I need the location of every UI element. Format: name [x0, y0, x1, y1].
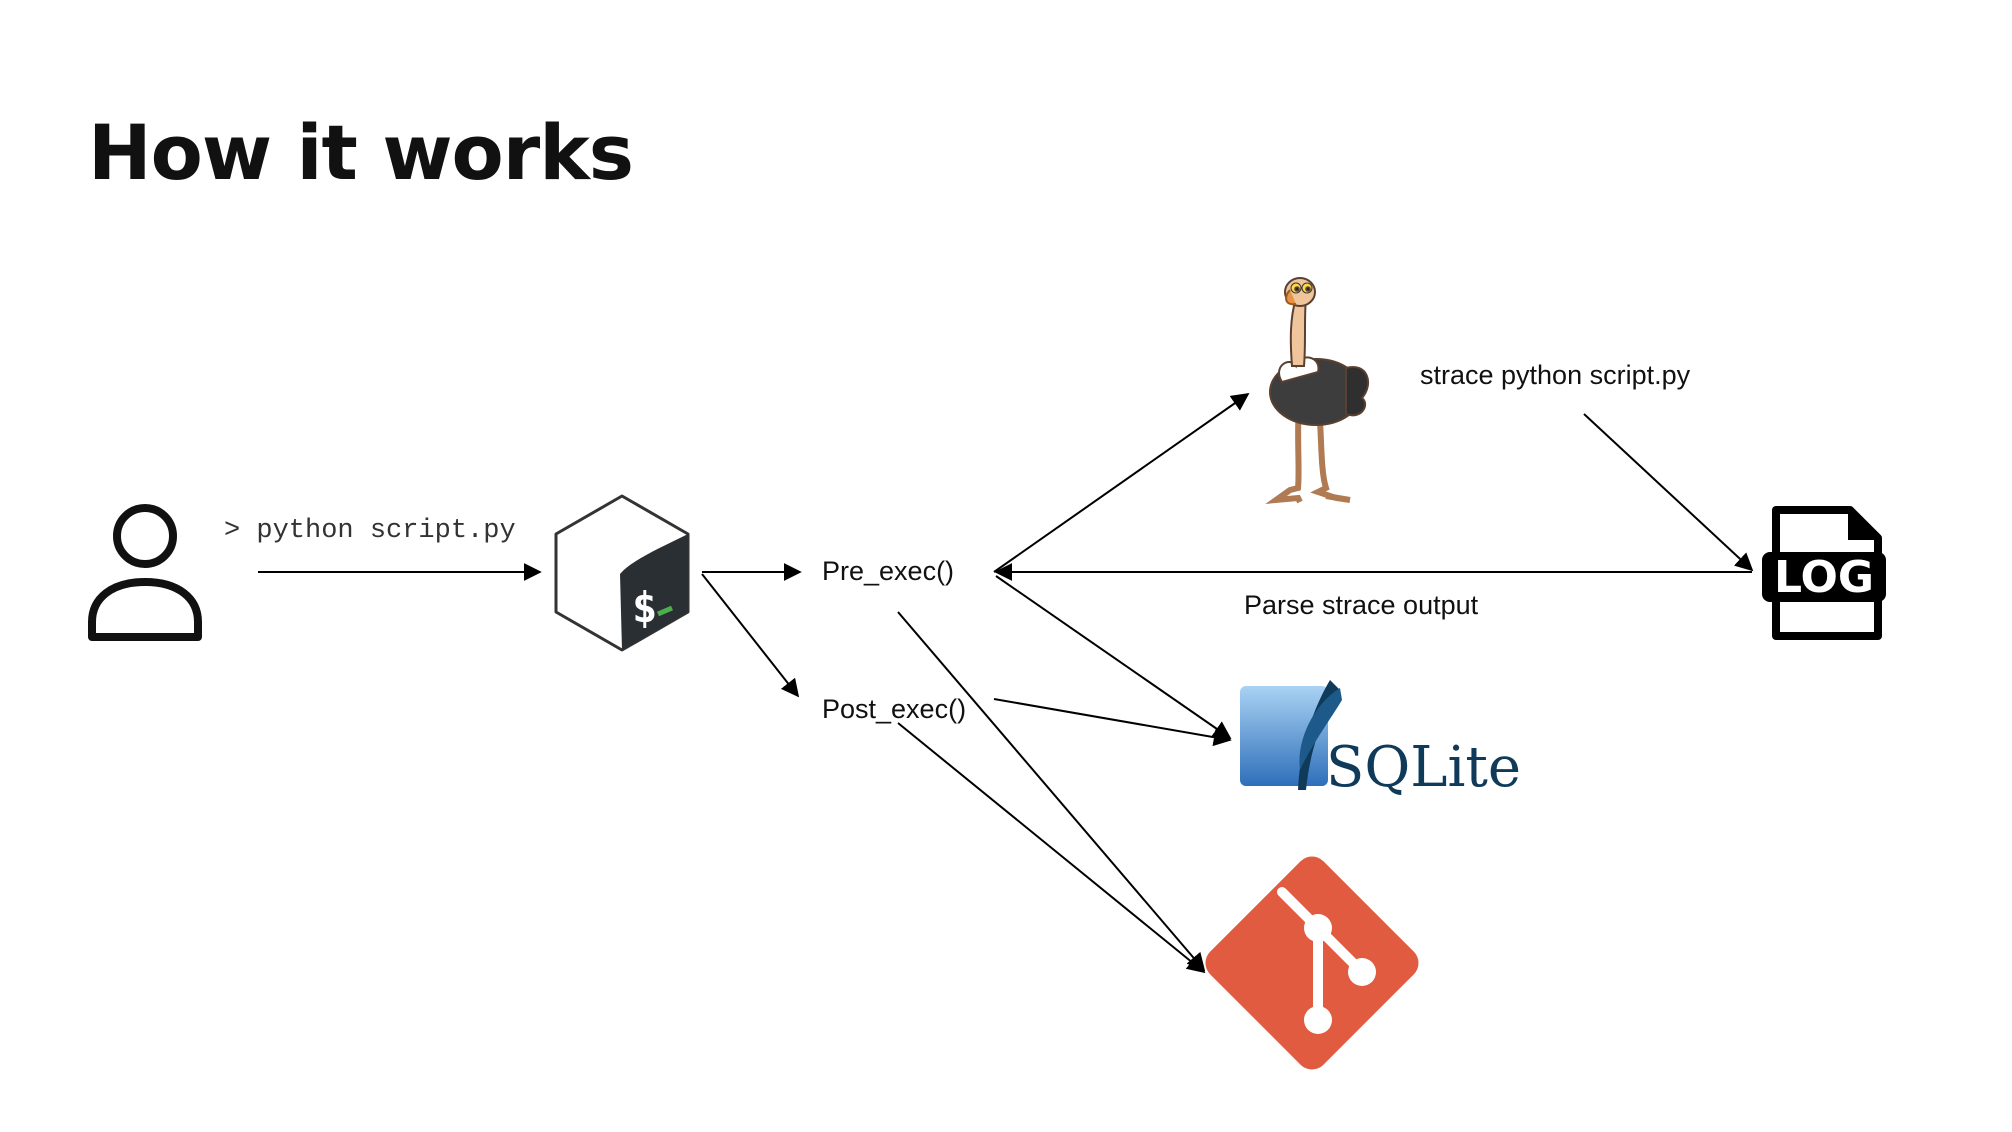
arrow-post-exec-to-sqlite	[993, 698, 1232, 747]
arrow-bash-to-post-exec	[701, 573, 800, 698]
log-icon-text: LOG	[1774, 552, 1874, 603]
log-file-icon: LOG	[1762, 506, 1886, 640]
parse-output-label: Parse strace output	[1244, 590, 1479, 620]
slide-title: How it works	[88, 108, 634, 197]
arrow-pre-exec-to-ostrich	[993, 392, 1250, 573]
bash-icon: $	[554, 494, 690, 652]
post-exec-label: Post_exec()	[822, 694, 967, 724]
strace-command-label: strace python script.py	[1420, 360, 1691, 390]
svg-text:$: $	[632, 583, 657, 632]
sqlite-logo-text: SQLite	[1326, 735, 1521, 800]
arrow-pre-exec-to-sqlite	[995, 575, 1232, 740]
sqlite-icon: SQLite	[1240, 680, 1521, 800]
ostrich-icon	[1265, 277, 1370, 504]
user-icon	[88, 504, 202, 641]
command-label: > python script.py	[224, 516, 516, 546]
arrow-post-exec-to-git	[897, 722, 1206, 974]
pre-exec-label: Pre_exec()	[822, 556, 955, 586]
arrow-strace-to-log	[1583, 413, 1754, 572]
git-icon	[1205, 856, 1419, 1070]
arrow-pre-exec-to-git	[897, 611, 1206, 972]
